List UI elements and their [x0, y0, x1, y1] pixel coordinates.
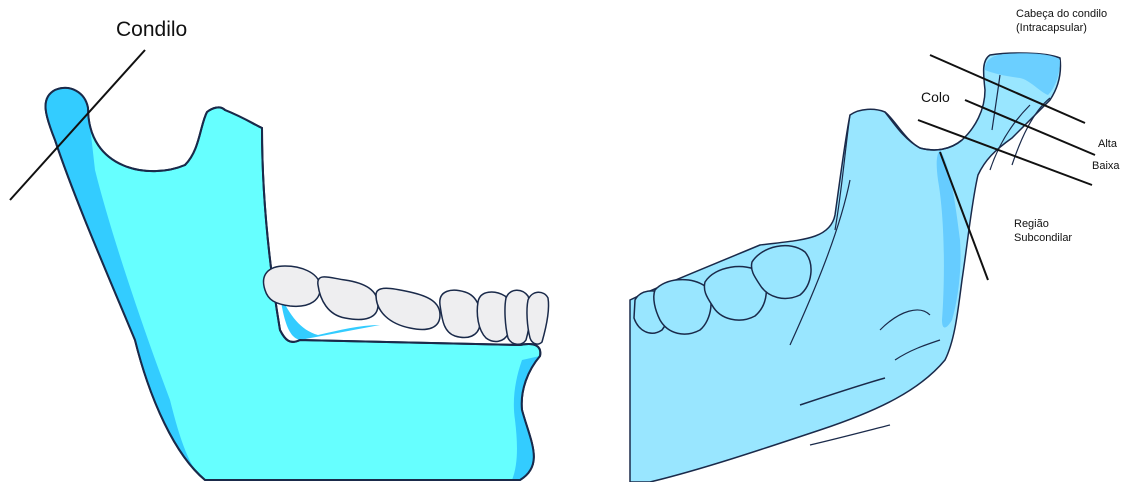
- label-condilo: Condilo: [116, 18, 187, 42]
- label-baixa: Baixa: [1092, 160, 1120, 172]
- label-intracapsular: (Intracapsular): [1016, 22, 1087, 34]
- left-molar-2: [318, 277, 378, 320]
- label-alta: Alta: [1098, 138, 1117, 150]
- label-subcondilar: Subcondilar: [1014, 232, 1072, 244]
- right-mandible: [630, 53, 1095, 482]
- label-cabeca-do-condilo: Cabeça do condilo: [1016, 8, 1107, 20]
- left-molar-1: [376, 288, 440, 329]
- left-molar-3: [264, 266, 321, 306]
- left-premolar-2: [440, 290, 481, 337]
- label-regiao: Região: [1014, 218, 1049, 230]
- left-mandible: [10, 50, 549, 480]
- label-colo: Colo: [921, 89, 950, 105]
- right-mandible-body: [630, 53, 1061, 482]
- left-incisor: [527, 292, 549, 344]
